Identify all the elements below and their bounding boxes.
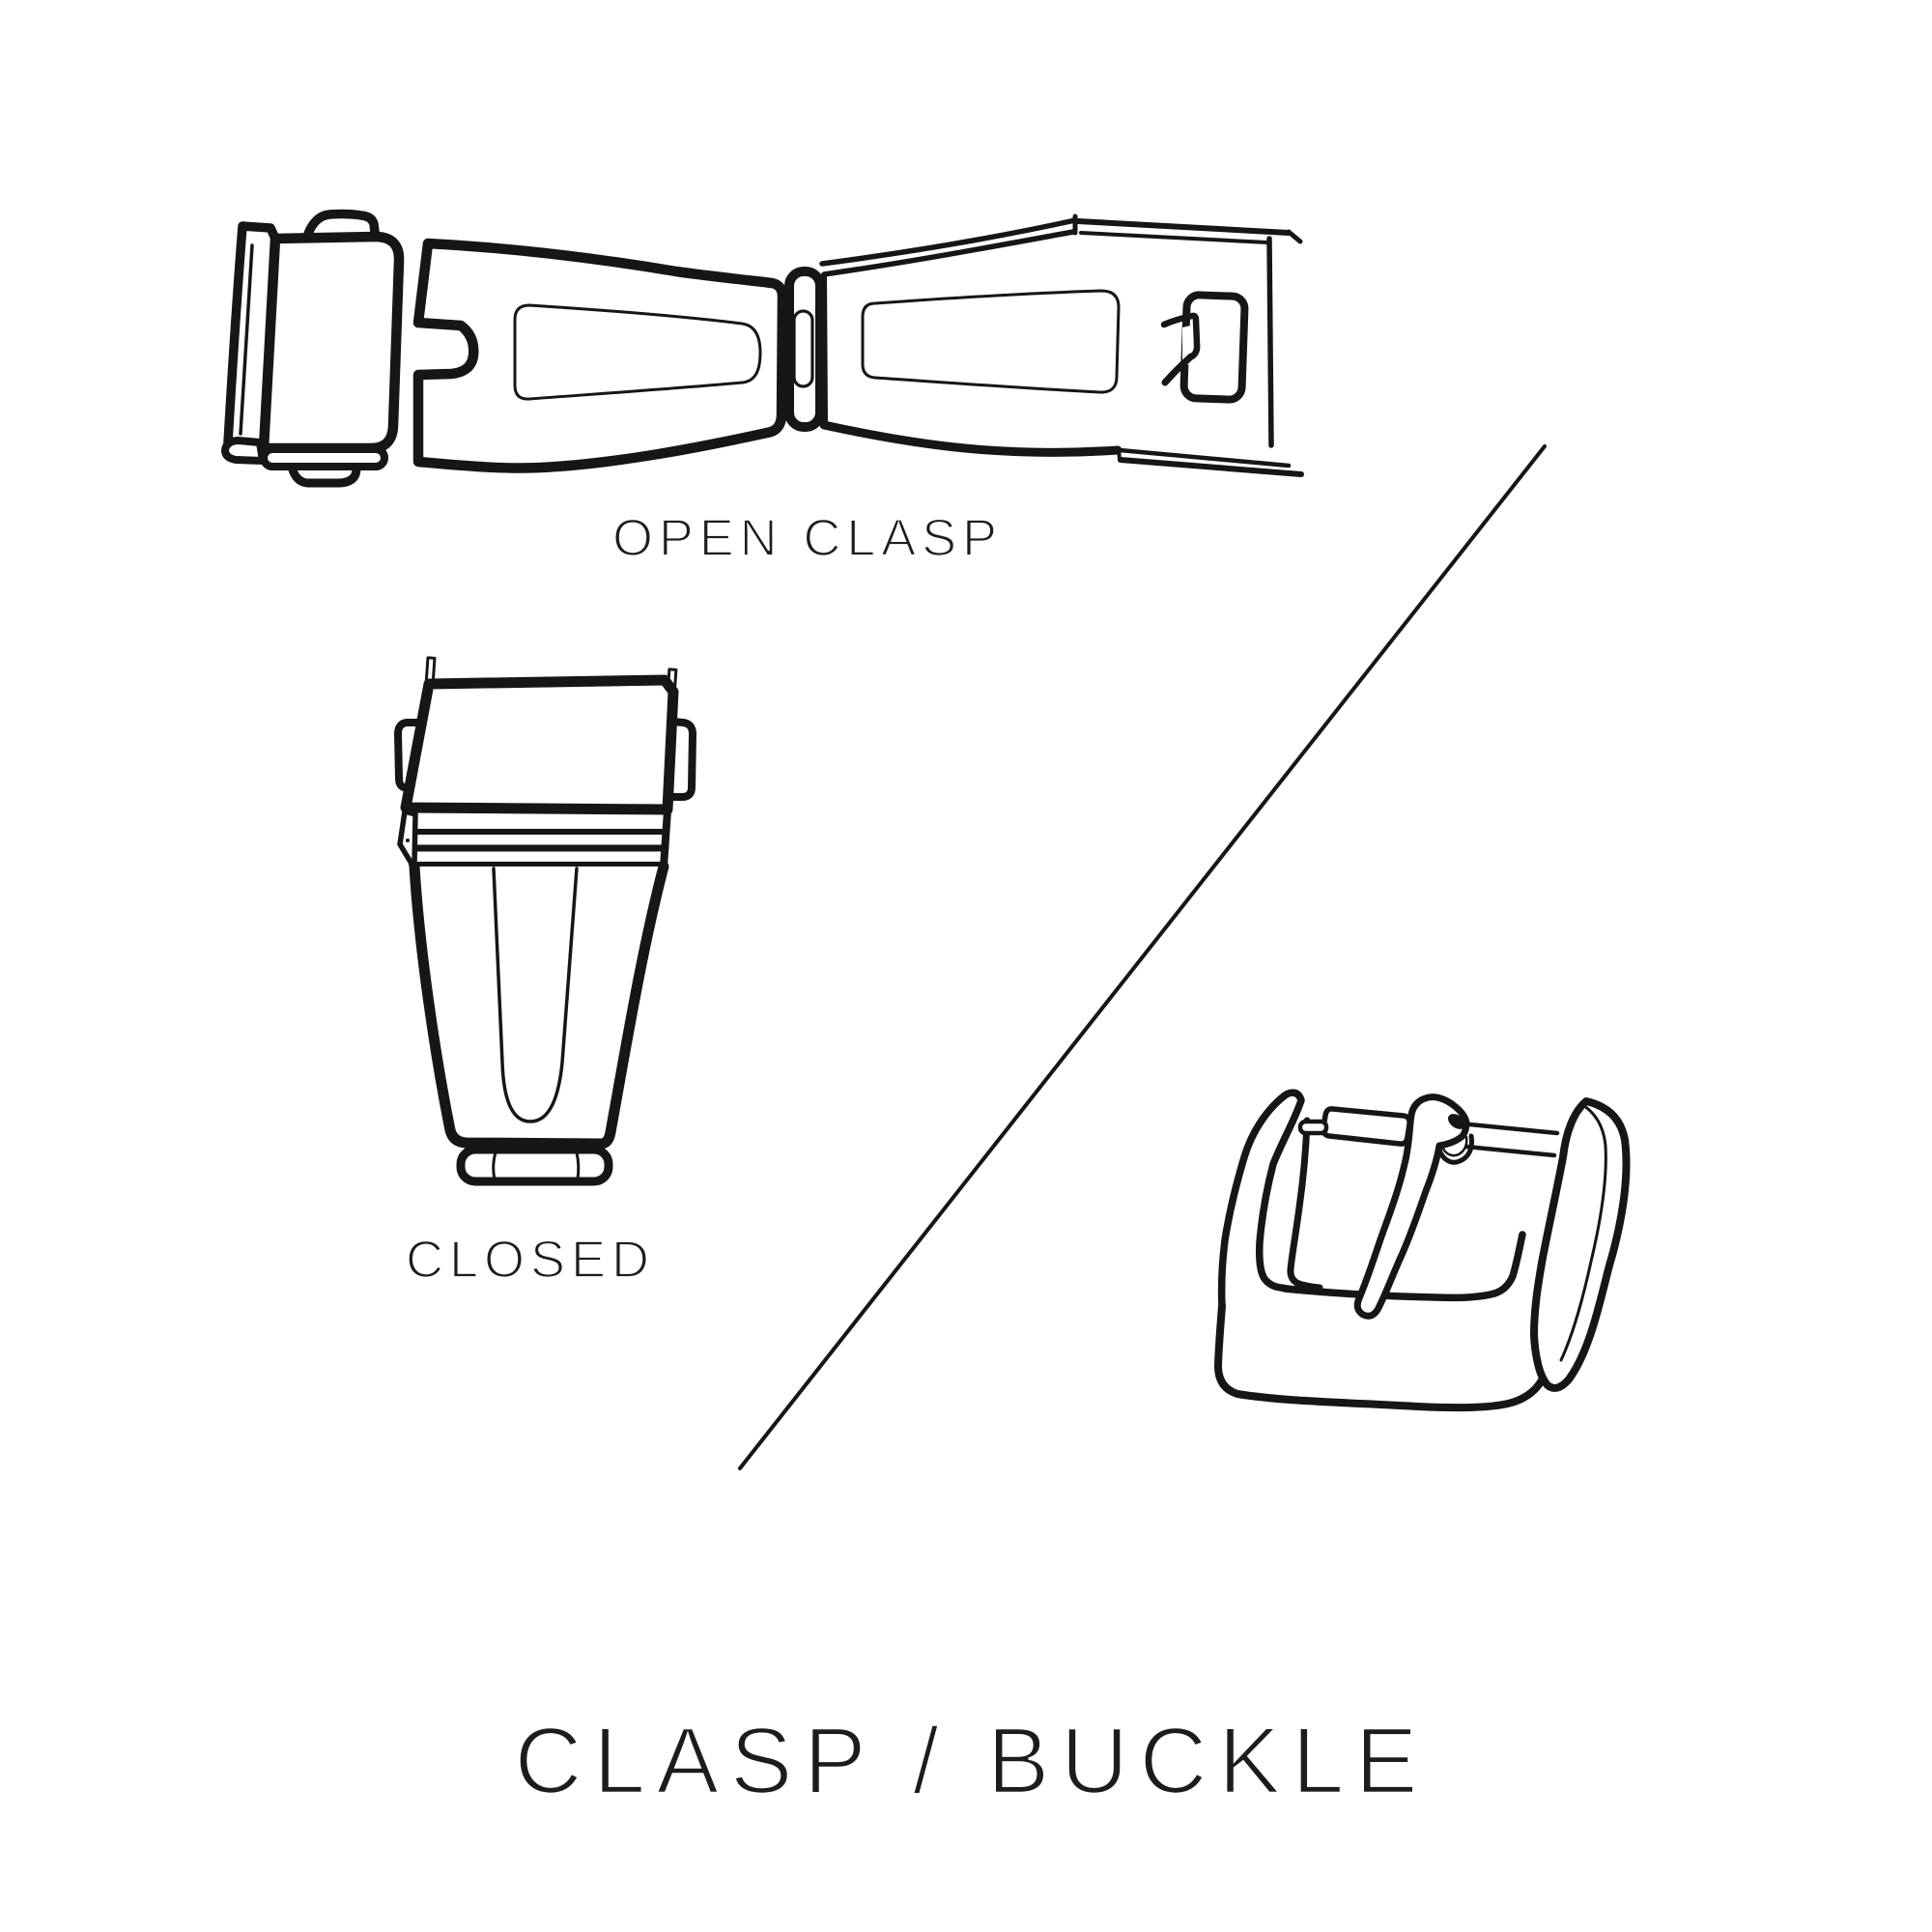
- svg-text:OPEN CLASP: OPEN CLASP: [612, 509, 997, 567]
- svg-text:CLASP / BUCKLE: CLASP / BUCKLE: [515, 1708, 1418, 1813]
